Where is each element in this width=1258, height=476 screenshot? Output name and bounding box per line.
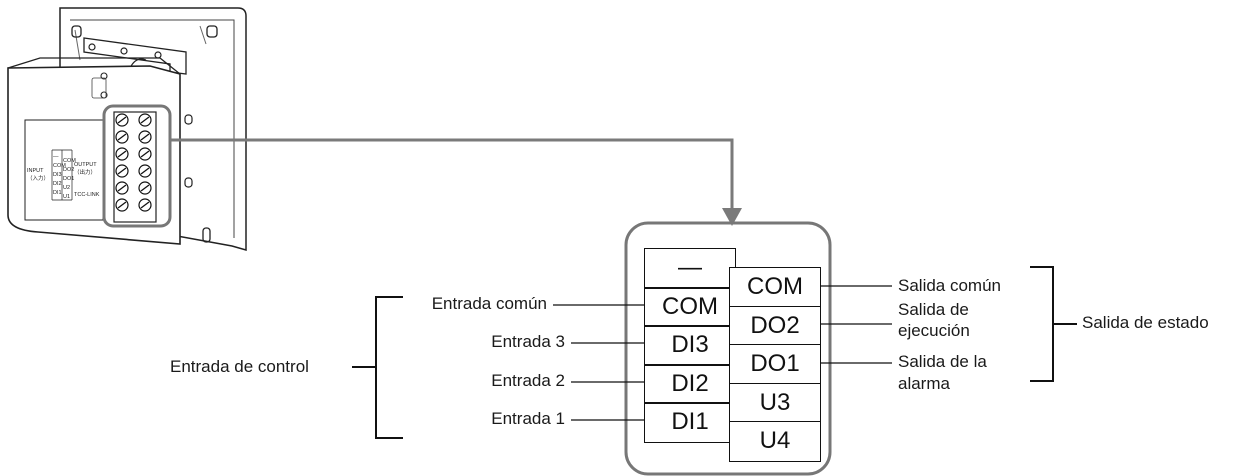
terminal-left-cell: COM xyxy=(644,286,736,327)
sticker-input-jp: （入力） xyxy=(27,174,49,182)
sticker-left-terminal: DI3 xyxy=(53,172,62,178)
sticker-input-label: INPUT xyxy=(27,168,44,174)
screw-slot xyxy=(140,201,150,209)
screw-slot xyxy=(140,184,150,192)
screw-slot xyxy=(117,184,127,192)
output-common-label: Salida común xyxy=(898,276,1002,295)
screw-slot xyxy=(140,150,150,158)
terminal-left-cell: — xyxy=(644,248,736,289)
connector-arrow xyxy=(722,208,742,226)
terminal-screws xyxy=(115,113,152,212)
input-common-label: Entrada común xyxy=(431,294,547,313)
sticker-right-terminal: DO2 xyxy=(63,167,74,173)
terminal-right-cell: COM xyxy=(729,267,821,308)
terminal-left-cell: DI3 xyxy=(644,325,736,366)
sticker-right-terminal: DO1 xyxy=(63,176,74,182)
screw-slot xyxy=(140,116,150,124)
sticker-left-terminal: DI1 xyxy=(53,190,62,196)
screw-slot xyxy=(140,167,150,175)
screw-slot xyxy=(117,116,127,124)
output-run-label-line2: ejecución xyxy=(898,321,970,340)
terminal-right-cell: U3 xyxy=(729,382,821,423)
sticker-right-terminal: U1 xyxy=(63,194,70,200)
input-group-label: Entrada de control xyxy=(170,357,309,376)
input-1-label: Entrada 1 xyxy=(491,409,565,428)
output-group-label: Salida de estado xyxy=(1082,313,1209,332)
sticker-left-terminal: COM xyxy=(53,163,66,169)
sticker-left-terminal: — xyxy=(53,154,59,160)
sticker-output-label: OUTPUT xyxy=(74,162,97,168)
screw-slot xyxy=(117,150,127,158)
output-alarm-label-line2: alarma xyxy=(898,374,950,393)
input-2-label: Entrada 2 xyxy=(491,371,565,390)
screw-slot xyxy=(117,167,127,175)
sticker-right-terminal: COM xyxy=(63,158,76,164)
input-3-label: Entrada 3 xyxy=(491,332,565,351)
sticker-tcc-label: TCC-LINK xyxy=(74,192,100,198)
connector-line xyxy=(170,138,734,210)
sticker-output-jp: （出力） xyxy=(74,168,96,176)
screw-slot xyxy=(140,133,150,141)
output-alarm-label-line1: Salida de la xyxy=(898,352,987,371)
screw-slot xyxy=(117,133,127,141)
terminal-right-cell: U4 xyxy=(729,421,821,462)
terminal-left-cell: DI1 xyxy=(644,402,736,443)
output-run-label-line1: Salida de xyxy=(898,300,969,319)
terminal-right-cell: DO2 xyxy=(729,305,821,346)
screw-slot xyxy=(117,201,127,209)
terminal-right-cell: DO1 xyxy=(729,344,821,385)
terminal-left-cell: DI2 xyxy=(644,363,736,404)
terminal-block-outline xyxy=(624,221,832,476)
terminal-highlight xyxy=(102,104,172,228)
sticker-right-terminal: U2 xyxy=(63,185,70,191)
sticker-left-terminal: DI2 xyxy=(53,181,62,187)
